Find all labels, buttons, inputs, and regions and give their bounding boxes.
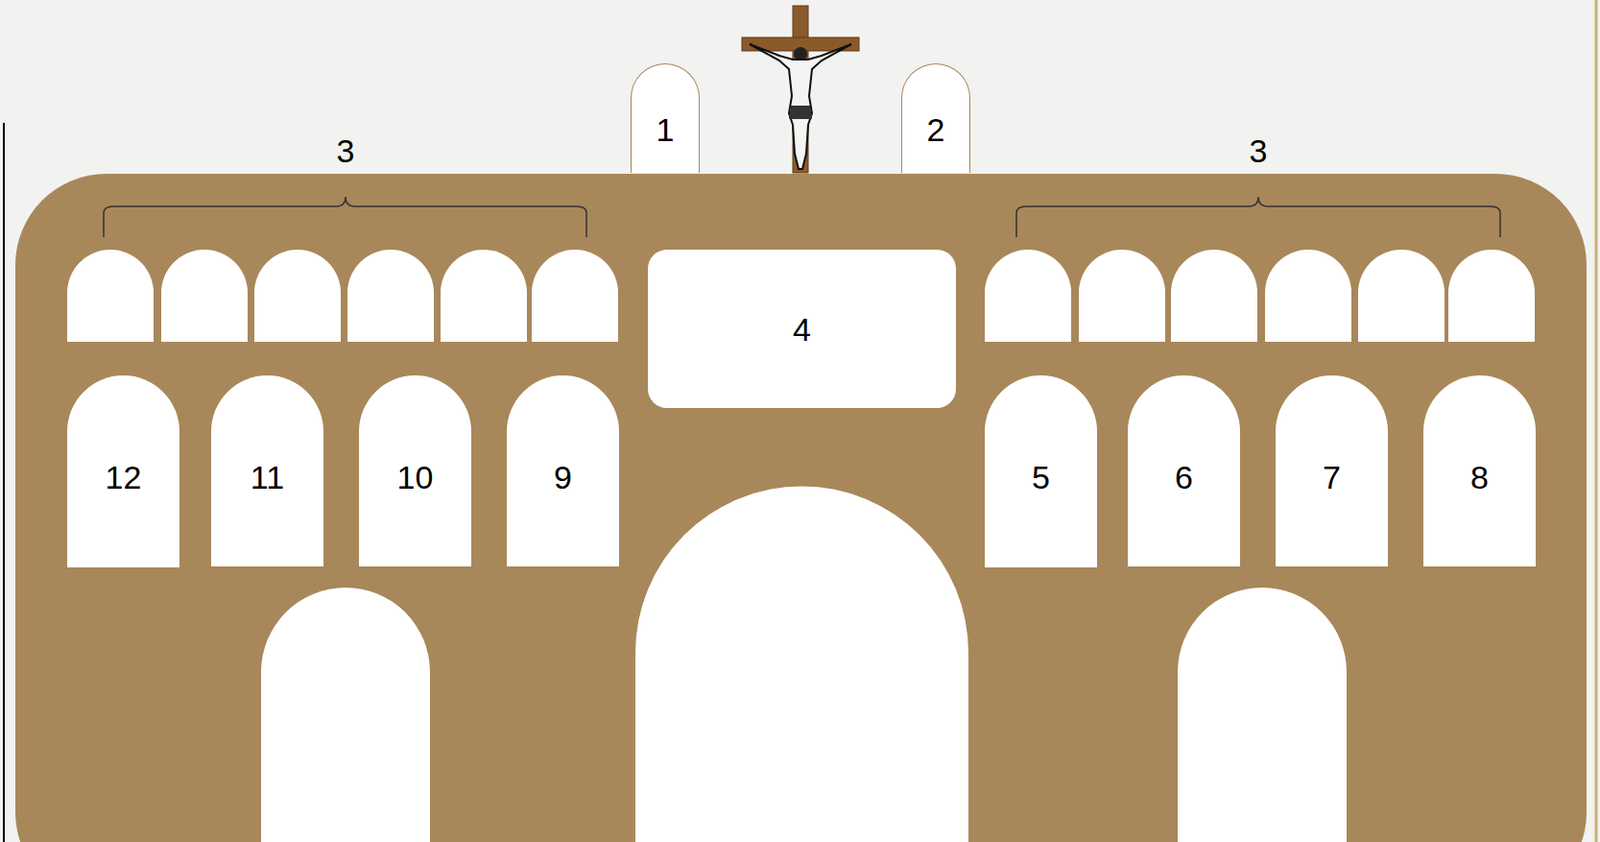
callout-number: 1 [656,113,675,146]
brace-label: 3 [336,134,356,168]
altar-panel [15,173,1587,842]
top-tab: 1 [630,63,700,173]
top-tab: 2 [901,63,971,173]
small-arch [1265,249,1352,342]
arch-niche: 7 [1275,375,1388,567]
callout-number: 7 [1322,460,1341,494]
callout-number: 9 [553,460,573,494]
arch-niche: 5 [984,375,1098,568]
small-arch [984,249,1072,342]
callout-number: 12 [105,460,143,494]
callout-number: 6 [1174,460,1194,494]
arch-niche: 10 [358,375,472,567]
crucifix [741,5,860,173]
door [635,486,969,842]
arch-niche: 11 [211,375,324,567]
small-arch [440,249,527,342]
arch-niche: 9 [506,375,620,567]
callout-number: 4 [792,312,812,346]
brace-label: 3 [1249,134,1268,168]
callout-number: 2 [927,113,946,146]
small-arch [1170,249,1258,342]
door [261,587,430,842]
brace [1016,196,1501,238]
frame-line [2,122,5,842]
small-arch [254,249,341,342]
door [1177,587,1347,842]
small-arch [161,249,248,342]
frame-line [1595,0,1599,842]
callout-number: 10 [397,460,434,494]
small-arch [347,249,434,342]
small-arch [1358,249,1445,342]
brace [103,196,587,238]
callout-number: 8 [1470,460,1489,494]
callout-number: 11 [250,460,285,494]
arch-niche: 12 [67,375,180,568]
small-arch [1448,249,1535,342]
arch-niche: 8 [1423,375,1536,567]
callout-number: 5 [1031,460,1051,494]
central-panel: 4 [647,249,956,408]
arch-niche: 6 [1127,375,1241,567]
small-arch [67,249,154,342]
small-arch [531,249,619,342]
small-arch [1078,249,1166,342]
